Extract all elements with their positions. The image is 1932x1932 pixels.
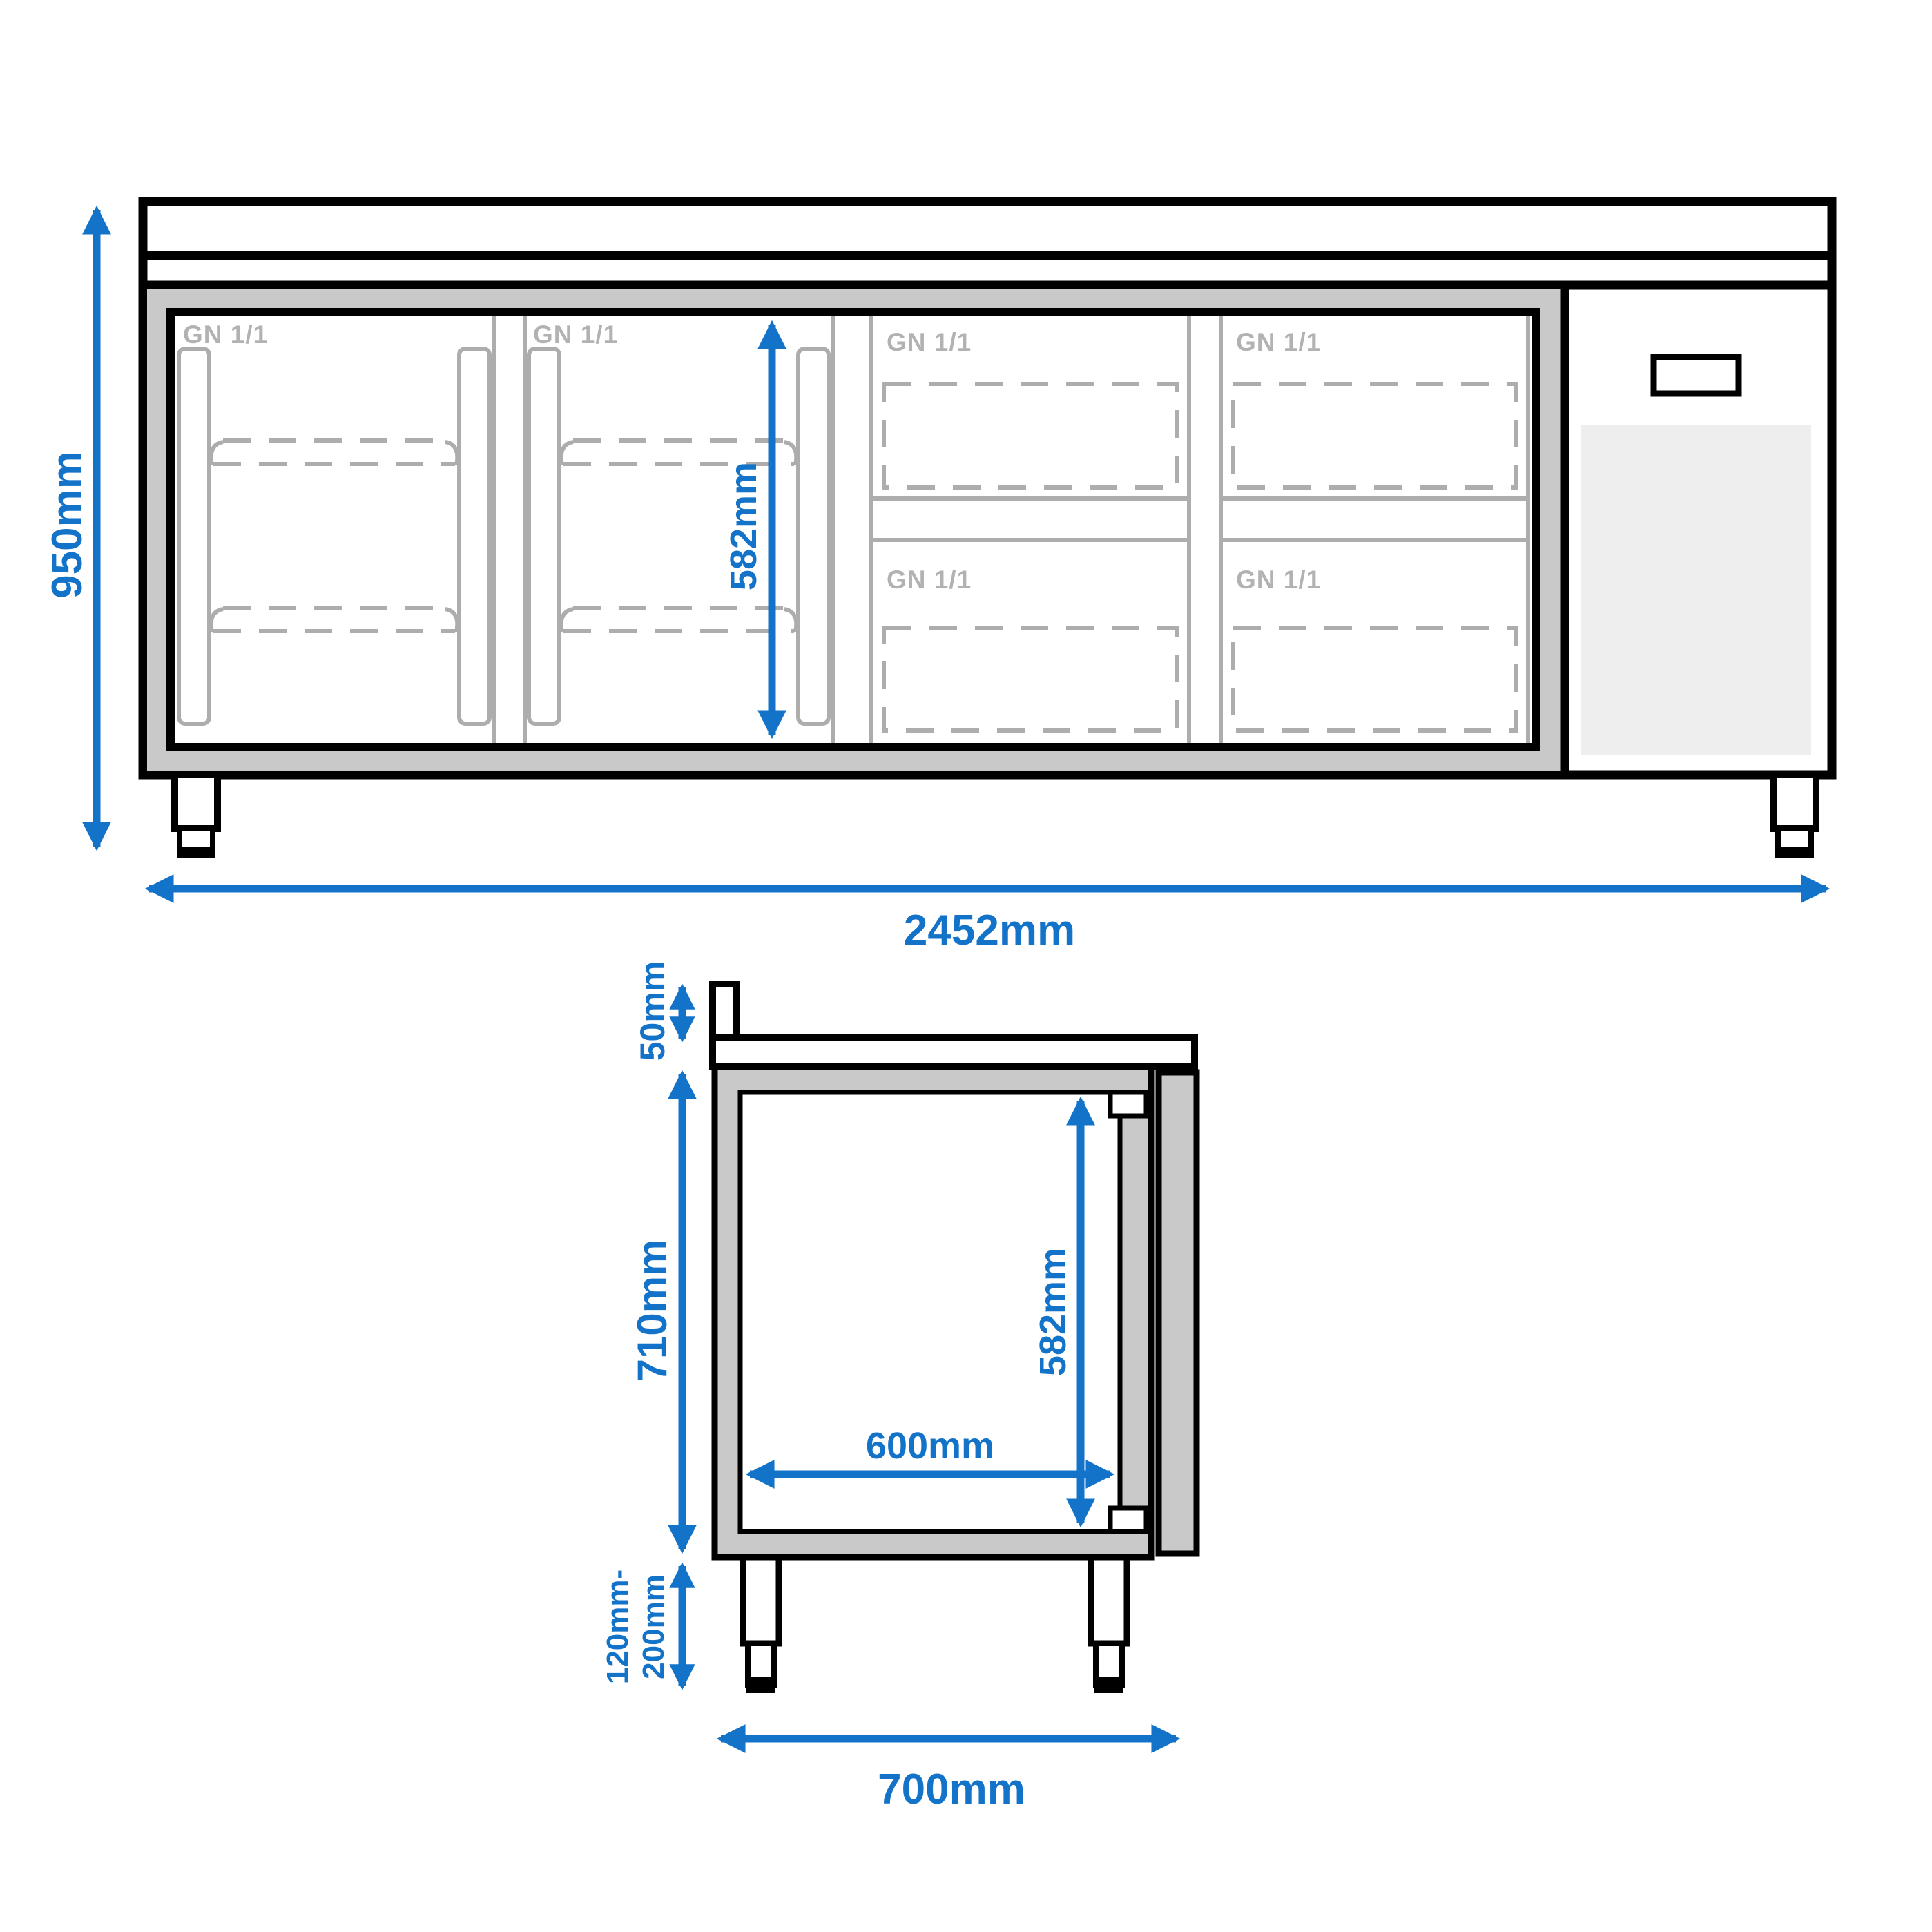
side-foot-rear — [1088, 1554, 1130, 1693]
gn-pan-label: GN 1/1 — [533, 320, 618, 349]
shelf-hook-left — [559, 440, 574, 466]
gn-pan-dashed-outline — [1231, 626, 1518, 733]
drawer-bottom: GN 1/1 — [1231, 566, 1518, 733]
shelf-hook-left — [209, 607, 224, 633]
door-rail-left — [527, 347, 561, 726]
door-rail-right — [457, 347, 492, 726]
side-interior-depth-label: 600mm — [866, 1425, 994, 1467]
control-display — [1650, 354, 1742, 397]
foot-cap — [746, 1677, 775, 1693]
side-depth-label: 700mm — [878, 1766, 1025, 1813]
side-section-view: 50mm 710mm 120mm- 200mm 600mm 582mm 700m… — [601, 961, 1200, 1813]
side-backsplash-dimension: 50mm — [633, 961, 695, 1061]
front-width-label: 2452mm — [904, 907, 1075, 954]
front-width-dimension: 2452mm — [144, 874, 1830, 954]
shelf-hook-right — [784, 440, 799, 466]
machine-compartment — [1581, 354, 1811, 755]
drawer-column-1: GN 1/1 GN 1/1 — [871, 316, 1191, 743]
backsplash — [709, 981, 740, 1046]
shelf-hook-right — [445, 440, 460, 466]
door-jamb-notch-top — [1108, 1090, 1149, 1119]
foot-cap — [1777, 847, 1813, 856]
front-foot-right — [1770, 771, 1819, 858]
shelf-hook-right — [445, 607, 460, 633]
door-compartment-2: GN 1/1 — [527, 320, 831, 726]
gn-pan-label: GN 1/1 — [887, 328, 972, 356]
door-compartment-1: GN 1/1 — [177, 320, 492, 726]
gn-pan-dashed-outline — [882, 626, 1179, 733]
front-height-label: 950mm — [44, 451, 91, 599]
drawer-top: GN 1/1 — [882, 328, 1179, 490]
front-elevation-view: GN 1/1 GN 1/1 — [44, 197, 1837, 954]
foot-cap — [1094, 1677, 1123, 1693]
shelf-lower — [559, 606, 799, 633]
foot-leg — [740, 1554, 782, 1647]
door-panel — [1155, 1069, 1200, 1557]
foot-cap — [178, 847, 214, 856]
shelf-upper — [559, 438, 799, 466]
drawer-column-2: GN 1/1 GN 1/1 — [1221, 328, 1528, 733]
gn-pan-label: GN 1/1 — [1236, 328, 1321, 356]
side-foot-height-dimension: 120mm- 200mm — [601, 1562, 695, 1690]
front-height-dimension: 950mm — [44, 205, 111, 851]
door-rail-right — [796, 347, 831, 726]
shelf-hook-left — [209, 440, 224, 466]
door-rail-left — [177, 347, 211, 726]
gn-pan-label: GN 1/1 — [1236, 566, 1321, 594]
shelf-hook-right — [784, 607, 799, 633]
gn-pan-dashed-outline — [1231, 382, 1518, 490]
side-foot-height-label-line1: 120mm- — [601, 1569, 635, 1684]
shelf-hook-left — [559, 607, 574, 633]
side-interior-height-label: 582mm — [1032, 1248, 1074, 1376]
shelf-lower — [209, 606, 460, 633]
drawer-bottom: GN 1/1 — [882, 566, 1179, 733]
countertop-slab — [709, 1034, 1198, 1070]
gn-pan-label: GN 1/1 — [887, 566, 972, 594]
side-interior-height-dimension: 582mm — [1032, 1096, 1095, 1528]
front-interior-height-label: 582mm — [723, 462, 764, 590]
side-interior-depth-dimension: 600mm — [745, 1425, 1115, 1489]
door-jamb-notch-bottom — [1108, 1505, 1149, 1534]
foot-leg — [171, 771, 221, 832]
interior-cavity — [737, 1090, 1123, 1534]
side-body-height-label: 710mm — [629, 1239, 675, 1382]
drawer-top: GN 1/1 — [1231, 328, 1518, 490]
side-backsplash-label: 50mm — [633, 961, 672, 1061]
front-foot-left — [171, 771, 221, 858]
side-foot-height-label-line2: 200mm — [637, 1574, 670, 1679]
gn-pan-dashed-outline — [882, 382, 1179, 490]
front-interior-height-dimension: 582mm — [723, 320, 786, 740]
shelf-upper — [209, 438, 460, 466]
countertop-slab — [138, 197, 1837, 260]
side-foot-front — [740, 1554, 782, 1693]
side-depth-dimension: 700mm — [716, 1724, 1181, 1813]
gn-pan-label: GN 1/1 — [183, 320, 268, 349]
interior-frame — [166, 308, 1540, 751]
foot-leg — [1088, 1554, 1130, 1647]
vent-panel — [1581, 425, 1811, 755]
foot-leg — [1770, 771, 1819, 832]
side-body-height-dimension: 710mm — [629, 1070, 697, 1554]
